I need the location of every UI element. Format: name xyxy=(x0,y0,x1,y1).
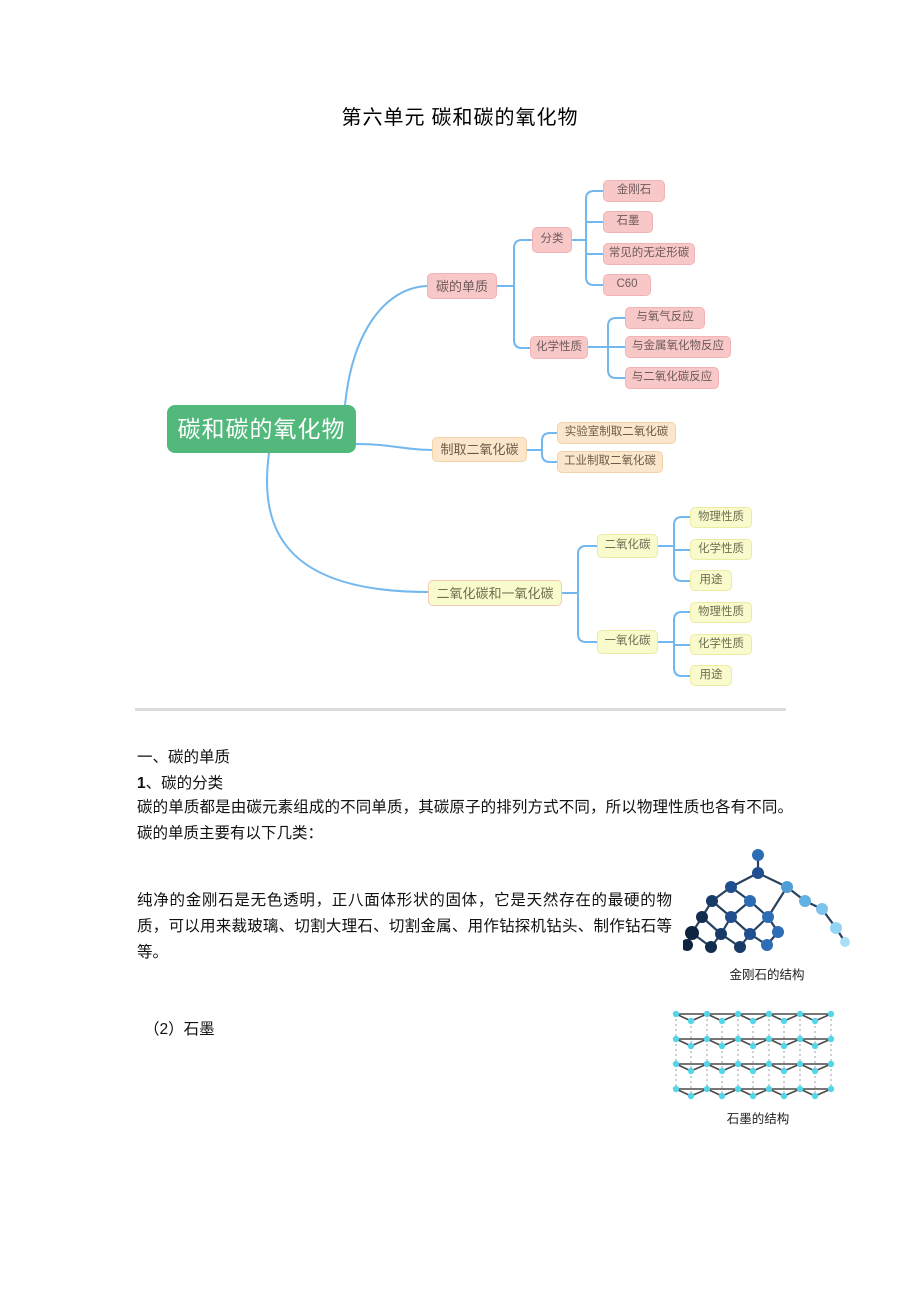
node-co-chemical: 化学性质 xyxy=(690,634,752,655)
node-react-metal-oxides: 与金属氧化物反应 xyxy=(625,336,731,358)
node-co2: 二氧化碳 xyxy=(597,534,658,558)
node-carbon-allotropes: 碳的单质 xyxy=(427,273,497,299)
subsection-heading: 1、碳的分类 xyxy=(137,771,223,797)
edge-co2-children xyxy=(657,516,691,582)
section-divider xyxy=(135,708,786,711)
edge-classification-children xyxy=(571,190,604,286)
edge-preparation-children xyxy=(526,432,558,463)
edge-branch1-children xyxy=(496,239,533,349)
node-co2-physical: 物理性质 xyxy=(690,507,752,528)
subsection-title: 、碳的分类 xyxy=(145,775,224,792)
node-co2-and-co: 二氧化碳和一氧化碳 xyxy=(428,580,562,606)
edge-co-children xyxy=(657,611,691,677)
edge-root-branch2 xyxy=(355,443,433,451)
node-industrial-preparation: 工业制取二氧化碳 xyxy=(557,451,663,473)
subsection-number: 1 xyxy=(137,775,146,792)
diamond-structure-image xyxy=(681,849,850,953)
diamond-figure-caption: 金刚石的结构 xyxy=(729,968,805,982)
mindmap-root-node: 碳和碳的氧化物 xyxy=(167,405,356,453)
graphite-structure-figure: 石墨的结构 xyxy=(660,1002,856,1127)
node-amorphous-carbon: 常见的无定形碳 xyxy=(603,243,695,265)
item-graphite-heading: （2）石墨 xyxy=(144,1021,215,1038)
node-co-physical: 物理性质 xyxy=(690,602,752,623)
node-classification: 分类 xyxy=(532,227,572,253)
edge-root-branch3 xyxy=(266,452,429,593)
graphite-structure-image xyxy=(672,1010,835,1100)
edge-chemprops-children xyxy=(587,317,626,379)
edge-root-branch1 xyxy=(344,285,428,406)
paragraph-carbon-types: 碳的单质都是由碳元素组成的不同单质，其碳原子的排列方式不同，所以物理性质也各有不… xyxy=(137,799,793,842)
node-c60: C60 xyxy=(603,274,651,296)
node-diamond: 金刚石 xyxy=(603,180,665,202)
graphite-figure-caption: 石墨的结构 xyxy=(726,1112,790,1126)
node-react-co2: 与二氧化碳反应 xyxy=(625,367,719,389)
node-co: 一氧化碳 xyxy=(597,630,658,654)
node-lab-preparation: 实验室制取二氧化碳 xyxy=(557,422,676,444)
node-chemical-properties: 化学性质 xyxy=(530,336,588,359)
edge-branch3-children xyxy=(561,545,598,643)
diamond-structure-figure: 金刚石的结构 xyxy=(681,846,851,983)
page-title: 第六单元 碳和碳的氧化物 xyxy=(341,107,579,129)
section-heading: 一、碳的单质 xyxy=(137,749,231,766)
mindmap-edges xyxy=(266,190,691,677)
node-co2-uses: 用途 xyxy=(690,570,732,591)
node-co2-chemical: 化学性质 xyxy=(690,539,752,560)
paragraph-diamond: 纯净的金刚石是无色透明，正八面体形状的固体，它是天然存在的最硬的物质，可以用来裁… xyxy=(137,892,672,961)
node-graphite: 石墨 xyxy=(603,211,653,233)
node-react-oxygen: 与氧气反应 xyxy=(625,307,705,329)
node-co-uses: 用途 xyxy=(690,665,732,686)
node-co2-preparation: 制取二氧化碳 xyxy=(432,437,527,462)
